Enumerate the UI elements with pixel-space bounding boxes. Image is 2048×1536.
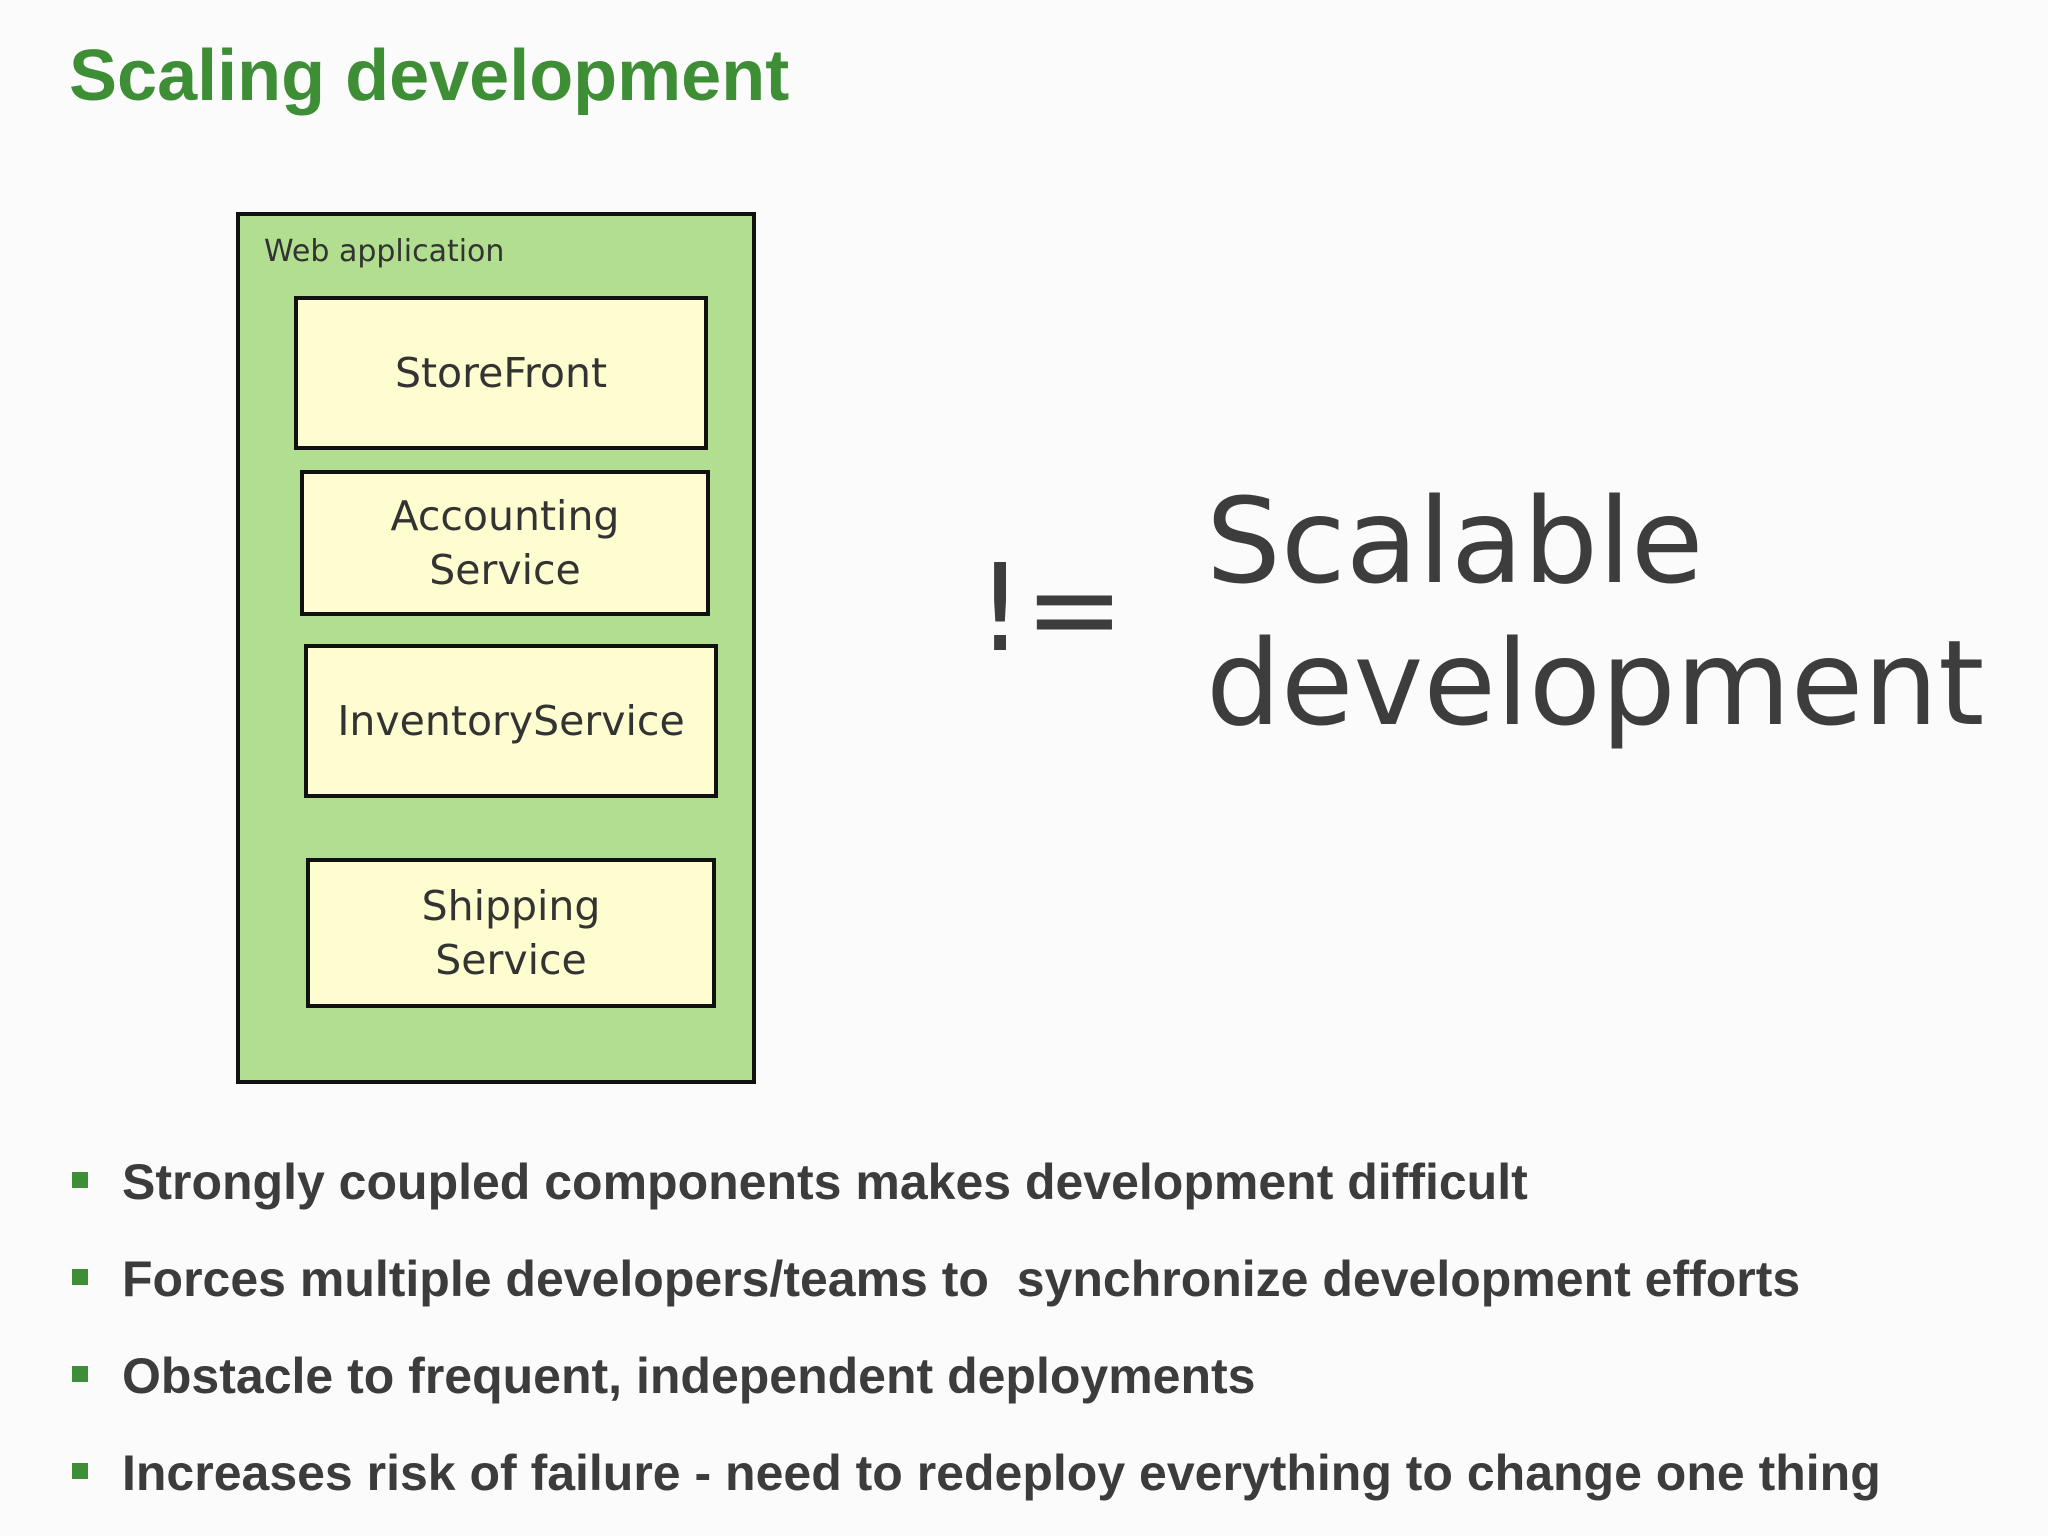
square-bullet-icon <box>72 1172 88 1188</box>
bullet-text: Increases risk of failure - need to rede… <box>122 1445 1881 1501</box>
slide-title: Scaling development <box>69 36 790 116</box>
scalable-development-statement: Scalable development <box>1206 472 1985 752</box>
web-application-label: Web application <box>264 234 505 269</box>
not-equal-operator: != <box>976 540 1125 679</box>
bullet-text: Strongly coupled components makes develo… <box>122 1154 1528 1210</box>
bullet-item: Forces multiple developers/teams to sync… <box>72 1245 1881 1342</box>
shipping-service-module: Shipping Service <box>306 858 716 1008</box>
web-application-container: Web application StoreFront Accounting Se… <box>236 212 756 1084</box>
bullet-list: Strongly coupled components makes develo… <box>72 1148 1881 1536</box>
square-bullet-icon <box>72 1463 88 1479</box>
storefront-module: StoreFront <box>294 296 708 450</box>
bullet-text: Forces multiple developers/teams to sync… <box>122 1251 1801 1307</box>
bullet-item: Obstacle to frequent, independent deploy… <box>72 1342 1881 1439</box>
inventory-service-module: InventoryService <box>304 644 718 798</box>
bullet-text: Obstacle to frequent, independent deploy… <box>122 1348 1256 1404</box>
bullet-item: Increases risk of failure - need to rede… <box>72 1439 1881 1536</box>
square-bullet-icon <box>72 1269 88 1285</box>
square-bullet-icon <box>72 1366 88 1382</box>
bullet-item: Strongly coupled components makes develo… <box>72 1148 1881 1245</box>
accounting-service-module: Accounting Service <box>300 470 710 616</box>
